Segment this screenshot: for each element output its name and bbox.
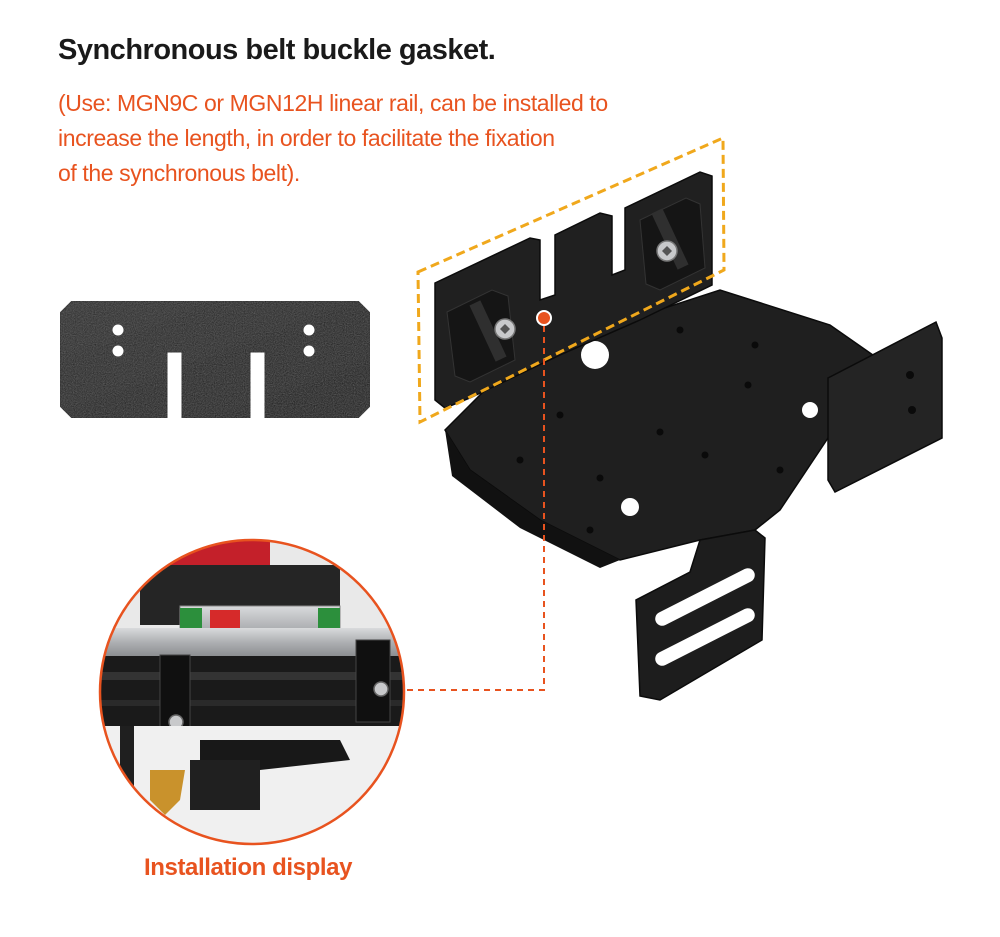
usage-note: (Use: MGN9C or MGN12H linear rail, can b… xyxy=(58,86,678,191)
leader-line xyxy=(392,326,545,691)
installation-caption: Installation display xyxy=(143,854,353,881)
gasket-highlight-box xyxy=(416,135,726,425)
marker-dot xyxy=(536,310,552,326)
usage-note-line-3: of the synchronous belt). xyxy=(58,160,300,186)
usage-note-line-1: (Use: MGN9C or MGN12H linear rail, can b… xyxy=(58,90,608,116)
page-title: Synchronous belt buckle gasket. xyxy=(58,34,496,66)
gasket-plate-image xyxy=(59,300,371,419)
bracket-assembly-image xyxy=(434,171,943,701)
usage-note-line-2: increase the length, in order to facilit… xyxy=(58,125,555,151)
installation-detail-image xyxy=(98,538,406,846)
